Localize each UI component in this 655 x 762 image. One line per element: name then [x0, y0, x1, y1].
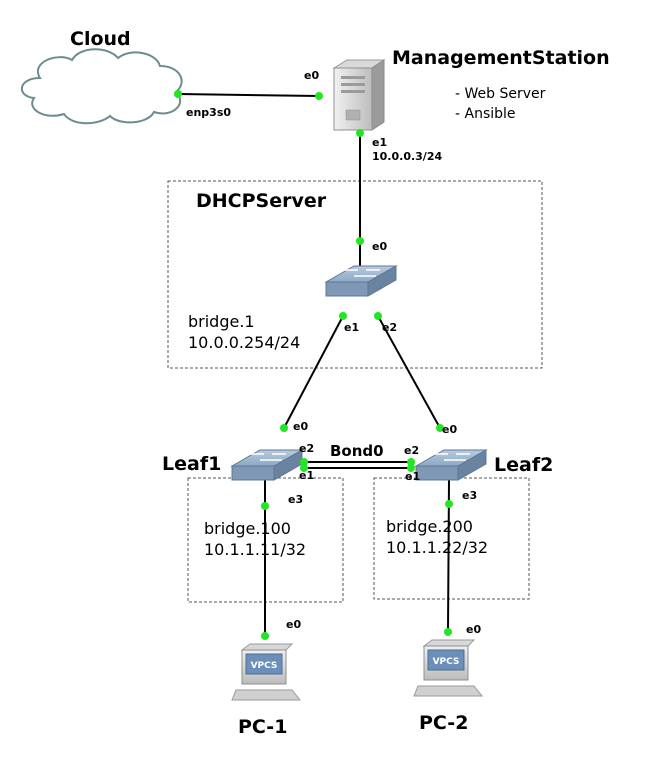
pc2-label: PC-2 [419, 712, 468, 734]
port-label-mgmt-e1: e1 [372, 136, 387, 149]
port-label-leaf1-e0: e0 [293, 420, 308, 433]
port-dot-dhcp-e0 [356, 237, 364, 245]
port-label-leaf1-e2: e2 [299, 442, 314, 455]
leaf2-bridge-name: bridge.200 [386, 517, 473, 536]
port-dot-leaf1-e3 [261, 502, 269, 510]
cloud-icon [21, 48, 183, 125]
port-label-leaf2-e1: e1 [405, 470, 420, 483]
port-label-leaf1-e1: e1 [299, 469, 314, 482]
leaf2-label: Leaf2 [494, 454, 553, 476]
pc2-screen-text: VPCS [433, 657, 460, 667]
port-label-leaf2-e0: e0 [442, 423, 457, 436]
port-dot-mgmt-e0 [315, 92, 323, 100]
dhcp-bridge-name: bridge.1 [188, 312, 255, 331]
port-label-leaf2-e2: e2 [404, 444, 419, 457]
port-dot-leaf2-e3 [445, 500, 453, 508]
port-dot-pc1-e0 [261, 632, 269, 640]
pc1-screen-text: VPCS [251, 661, 278, 671]
port-label-mgmt-e0: e0 [304, 69, 319, 82]
port-label-leaf1-e3: e3 [288, 493, 303, 506]
leaf1-bridge-name: bridge.100 [204, 519, 291, 538]
port-label-leaf2-e3: e3 [462, 489, 477, 502]
port-dot-leaf1-e2 [300, 458, 308, 466]
management-station-label: ManagementStation [392, 47, 610, 69]
port-dot-leaf2-e2 [407, 458, 415, 466]
leaf2-bridge-ip: 10.1.1.22/32 [386, 538, 488, 557]
link-dhcp-leaf2 [377, 315, 441, 429]
port-dot-pc2-e0 [444, 628, 452, 636]
port-dot-mgmt-e1 [356, 129, 364, 137]
pc1-label: PC-1 [238, 716, 287, 738]
link-dhcp-leaf1 [283, 315, 344, 429]
port-label-dhcp-e1: e1 [344, 321, 359, 334]
bond-label: Bond0 [330, 442, 384, 460]
port-label-dhcp-e0: e0 [372, 240, 387, 253]
port-dot-leaf2-e1 [407, 464, 415, 472]
port-label-dhcp-e2: e2 [382, 321, 397, 334]
port-dot-leaf1-e0 [280, 424, 288, 432]
cloud-label: Cloud [70, 28, 131, 50]
port-label-cloud-enp3s0: enp3s0 [186, 106, 231, 119]
leaf1-switch-icon [230, 449, 304, 481]
dhcp-server-label: DHCPServer [196, 190, 327, 212]
dhcp-switch-icon [324, 265, 398, 297]
port-dot-cloud-enp3s0 [174, 90, 182, 98]
management-note-web-server: - Web Server [455, 86, 546, 102]
leaf1-label: Leaf1 [162, 453, 221, 475]
leaf2-switch-icon [414, 449, 488, 481]
port-dot-leaf1-e1 [300, 464, 308, 472]
server-icon [332, 59, 386, 131]
link-cloud-management [177, 93, 320, 97]
port-dot-leaf2-e0 [436, 424, 444, 432]
dhcp-zone-box [167, 180, 543, 369]
dhcp-bridge-ip: 10.0.0.254/24 [188, 333, 300, 352]
management-note-ansible: - Ansible [455, 106, 516, 122]
port-dot-dhcp-e1 [339, 312, 347, 320]
port-label-mgmt-e1-ip: 10.0.0.3/24 [372, 150, 442, 163]
port-dot-dhcp-e2 [374, 312, 382, 320]
pc1-icon: VPCS [231, 643, 302, 701]
port-label-pc2-e0: e0 [466, 623, 481, 636]
port-label-pc1-e0: e0 [286, 618, 301, 631]
pc2-icon: VPCS [413, 639, 484, 697]
leaf1-bridge-ip: 10.1.1.11/32 [204, 540, 306, 559]
